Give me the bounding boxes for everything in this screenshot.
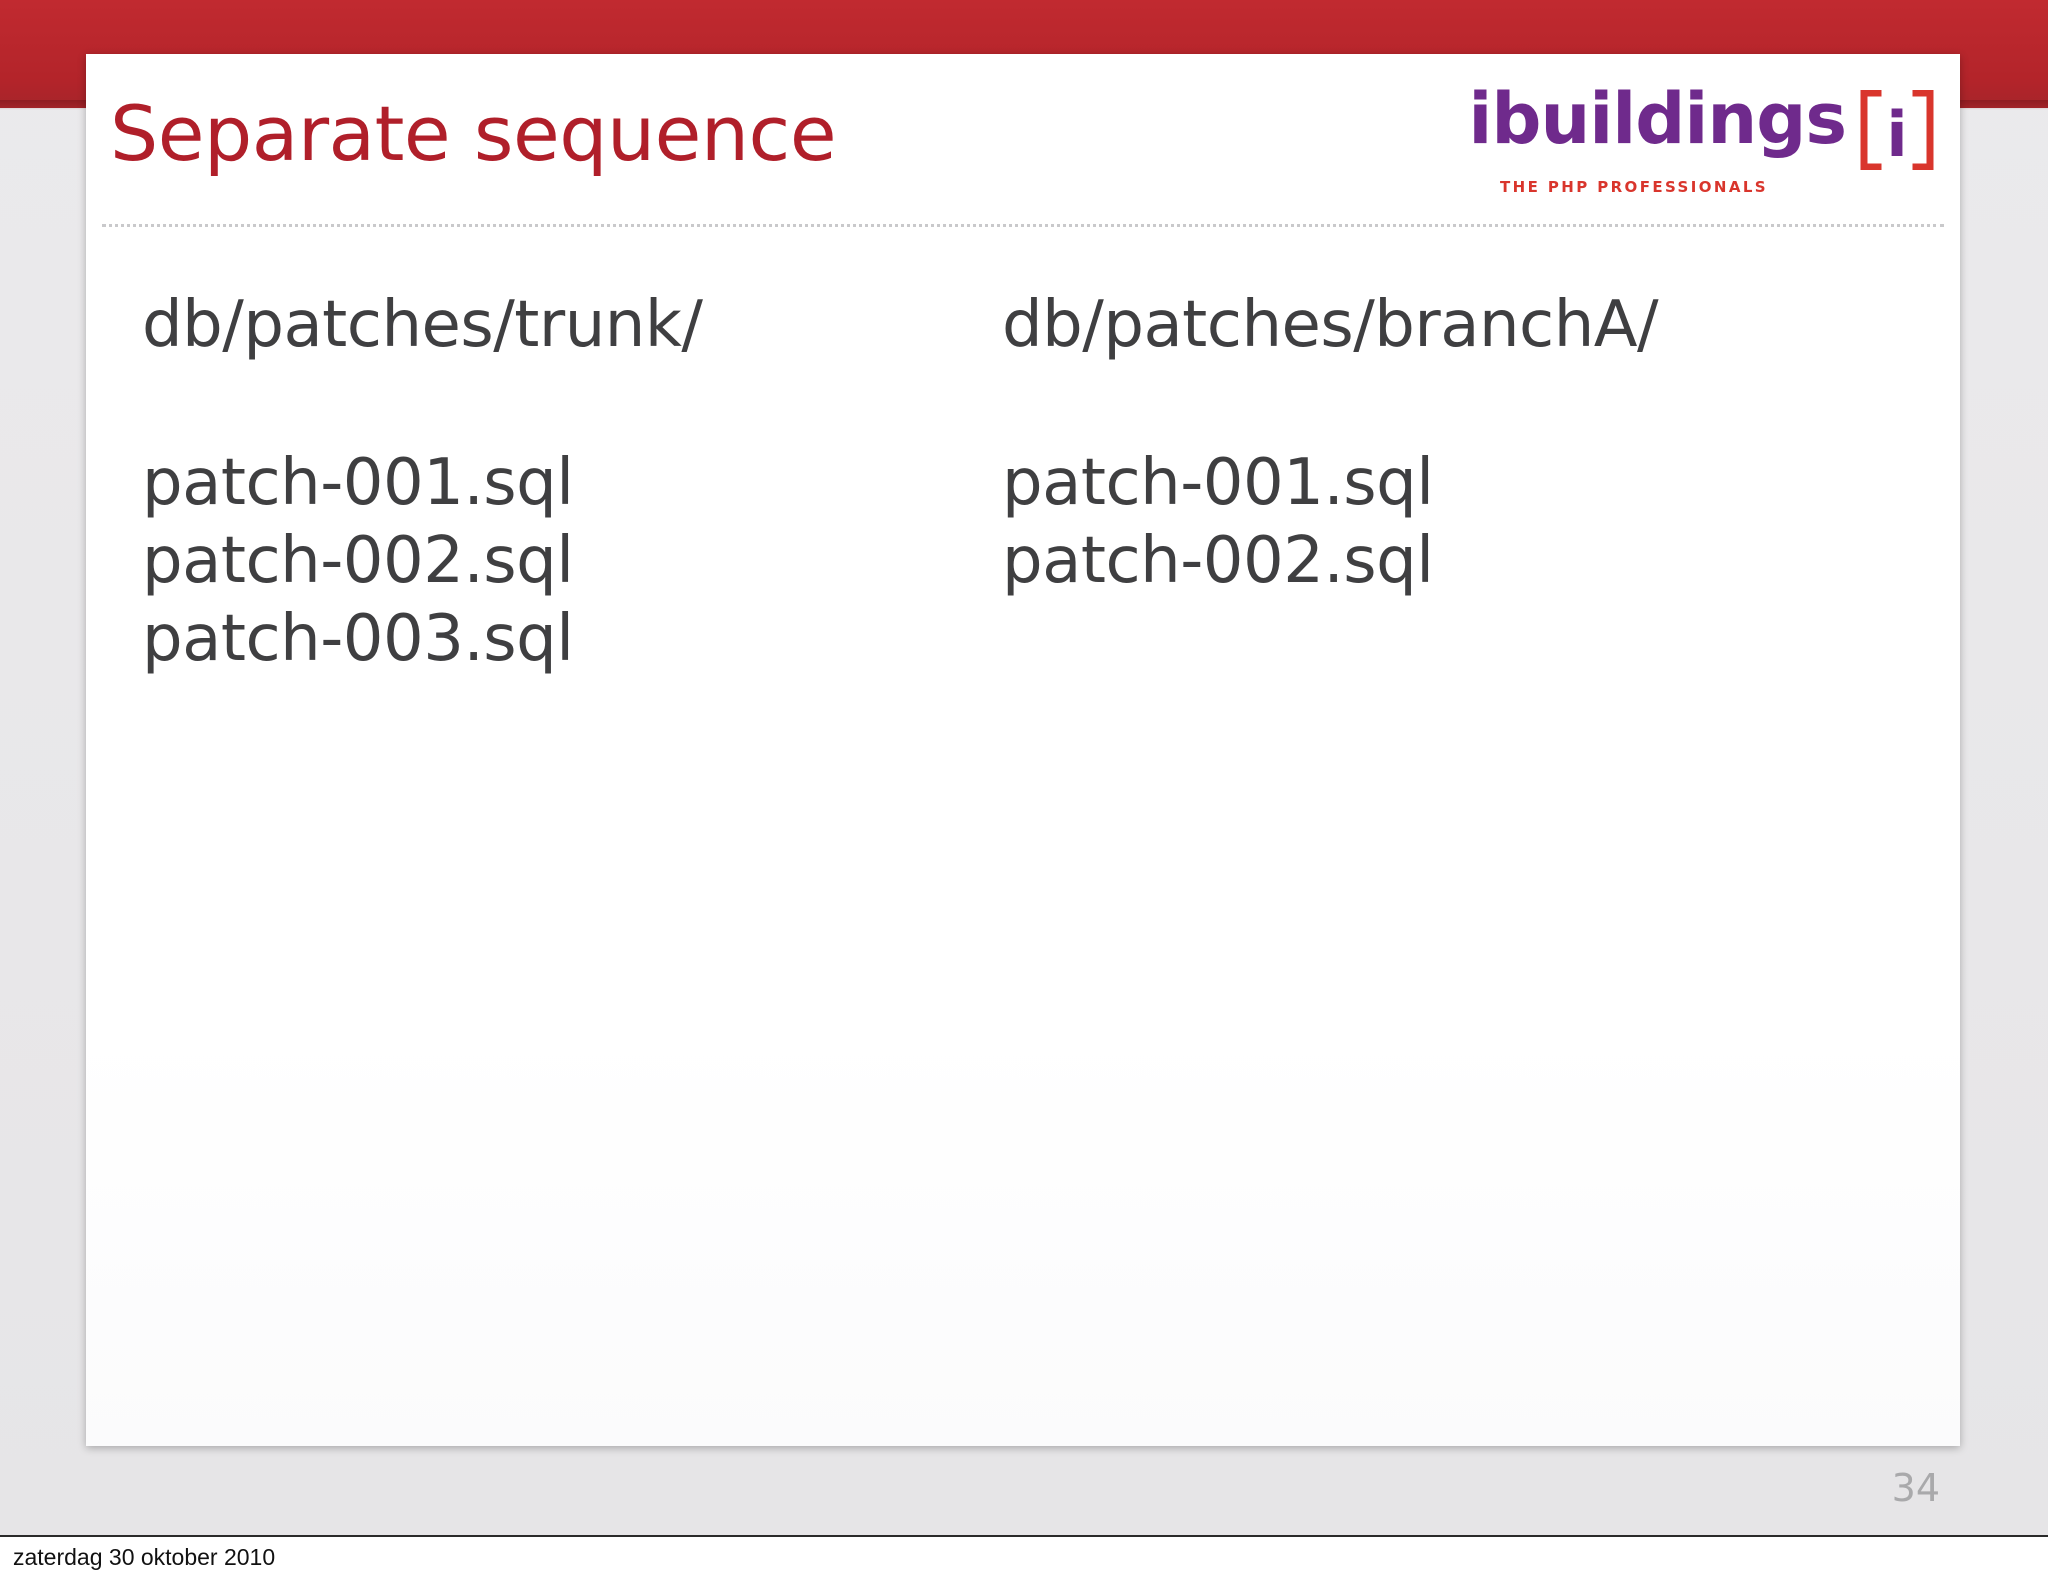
logo-tagline: THE PHP PROFESSIONALS [1500,178,1768,196]
column-heading: db/patches/trunk/ [142,288,703,362]
logo-bracket-icon: i [1860,90,1934,170]
column-trunk: db/patches/trunk/ patch-001.sql patch-00… [142,286,703,678]
title-divider [102,224,1944,227]
slide-canvas: Separate sequence ibuildings i THE PHP P… [0,0,2048,1535]
ibuildings-logo: ibuildings i THE PHP PROFESSIONALS [1468,84,1934,204]
footer-date: zaterdag 30 oktober 2010 [13,1544,276,1570]
file-item: patch-002.sql [1002,524,1434,598]
file-item: patch-002.sql [142,524,574,598]
slide-title: Separate sequence [110,89,837,178]
column-heading: db/patches/branchA/ [1002,288,1659,362]
logo-wordmark: ibuildings [1468,78,1847,160]
file-item: patch-003.sql [142,602,574,676]
logo-bracket-glyph: i [1886,98,1907,170]
column-branch-a: db/patches/branchA/ patch-001.sql patch-… [1002,286,1659,600]
page-number: 34 [1891,1466,1940,1510]
slide-card: Separate sequence ibuildings i THE PHP P… [86,54,1960,1446]
file-item: patch-001.sql [142,446,574,520]
file-item: patch-001.sql [1002,446,1434,520]
footer-rule [0,1535,2048,1537]
